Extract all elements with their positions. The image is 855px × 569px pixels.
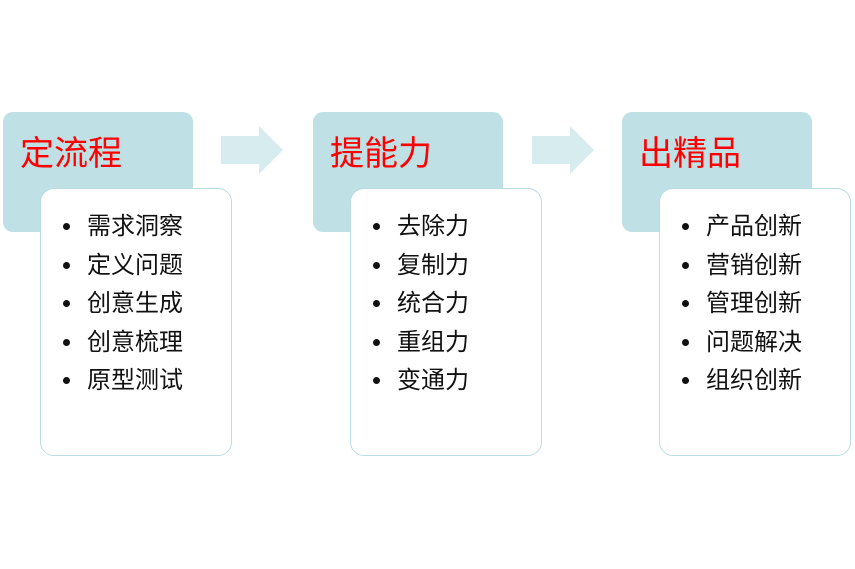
list-item: 复制力 xyxy=(369,246,469,285)
stage-item-list: 需求洞察 定义问题 创意生成 创意梳理 原型测试 xyxy=(59,207,183,400)
list-item-label: 创意梳理 xyxy=(87,327,183,356)
list-item: 需求洞察 xyxy=(59,207,183,246)
bullet-icon xyxy=(682,223,689,230)
list-item: 创意梳理 xyxy=(59,323,183,362)
stage-produce-quality: 出精品 产品创新 营销创新 管理创新 问题解决 组织创新 xyxy=(622,112,855,458)
stage-item-list-box: 需求洞察 定义问题 创意生成 创意梳理 原型测试 xyxy=(40,188,232,456)
bullet-icon xyxy=(373,261,380,269)
bullet-icon xyxy=(373,300,380,307)
stage-item-list-box: 去除力 复制力 统合力 重组力 变通力 xyxy=(350,188,542,456)
list-item: 问题解决 xyxy=(678,323,802,362)
bullet-icon xyxy=(373,223,380,230)
list-item-label: 创意生成 xyxy=(87,289,183,317)
stage-title: 出精品 xyxy=(639,134,741,174)
list-item-label: 重组力 xyxy=(397,327,469,356)
right-arrow-icon xyxy=(532,126,594,174)
list-item-label: 管理创新 xyxy=(706,289,802,317)
bullet-icon xyxy=(63,300,70,307)
list-item: 变通力 xyxy=(369,361,469,400)
stage-title: 定流程 xyxy=(20,134,122,174)
list-item: 管理创新 xyxy=(678,284,802,323)
list-item: 组织创新 xyxy=(678,361,802,400)
list-item: 营销创新 xyxy=(678,246,802,285)
list-item-label: 营销创新 xyxy=(706,250,802,279)
list-item: 重组力 xyxy=(369,323,469,362)
bullet-icon xyxy=(373,338,380,346)
bullet-icon xyxy=(63,338,70,346)
list-item-label: 产品创新 xyxy=(706,212,802,240)
list-item-label: 复制力 xyxy=(397,250,469,279)
stage-item-list-box: 产品创新 营销创新 管理创新 问题解决 组织创新 xyxy=(659,188,851,456)
list-item: 去除力 xyxy=(369,207,469,246)
bullet-icon xyxy=(63,377,70,384)
bullet-icon xyxy=(63,261,70,269)
bullet-icon xyxy=(682,261,689,269)
list-item: 统合力 xyxy=(369,284,469,323)
bullet-icon xyxy=(682,377,689,384)
list-item-label: 去除力 xyxy=(397,212,469,240)
list-item-label: 统合力 xyxy=(397,289,469,317)
right-arrow-icon xyxy=(221,126,283,174)
stage-item-list: 产品创新 营销创新 管理创新 问题解决 组织创新 xyxy=(678,207,802,400)
bullet-icon xyxy=(682,300,689,307)
list-item: 原型测试 xyxy=(59,361,183,400)
list-item-label: 需求洞察 xyxy=(87,212,183,240)
list-item: 创意生成 xyxy=(59,284,183,323)
list-item-label: 组织创新 xyxy=(706,366,802,394)
list-item-label: 原型测试 xyxy=(87,366,183,394)
stage-title: 提能力 xyxy=(330,134,432,174)
list-item-label: 问题解决 xyxy=(706,327,802,356)
bullet-icon xyxy=(682,338,689,346)
stage-define-process: 定流程 需求洞察 定义问题 创意生成 创意梳理 原型测试 xyxy=(3,112,236,458)
stage-improve-ability: 提能力 去除力 复制力 统合力 重组力 变通力 xyxy=(313,112,546,458)
stage-item-list: 去除力 复制力 统合力 重组力 变通力 xyxy=(369,207,469,400)
bullet-icon xyxy=(63,223,70,230)
list-item: 定义问题 xyxy=(59,246,183,285)
list-item-label: 定义问题 xyxy=(87,250,183,279)
list-item-label: 变通力 xyxy=(397,366,469,394)
bullet-icon xyxy=(373,377,380,384)
list-item: 产品创新 xyxy=(678,207,802,246)
